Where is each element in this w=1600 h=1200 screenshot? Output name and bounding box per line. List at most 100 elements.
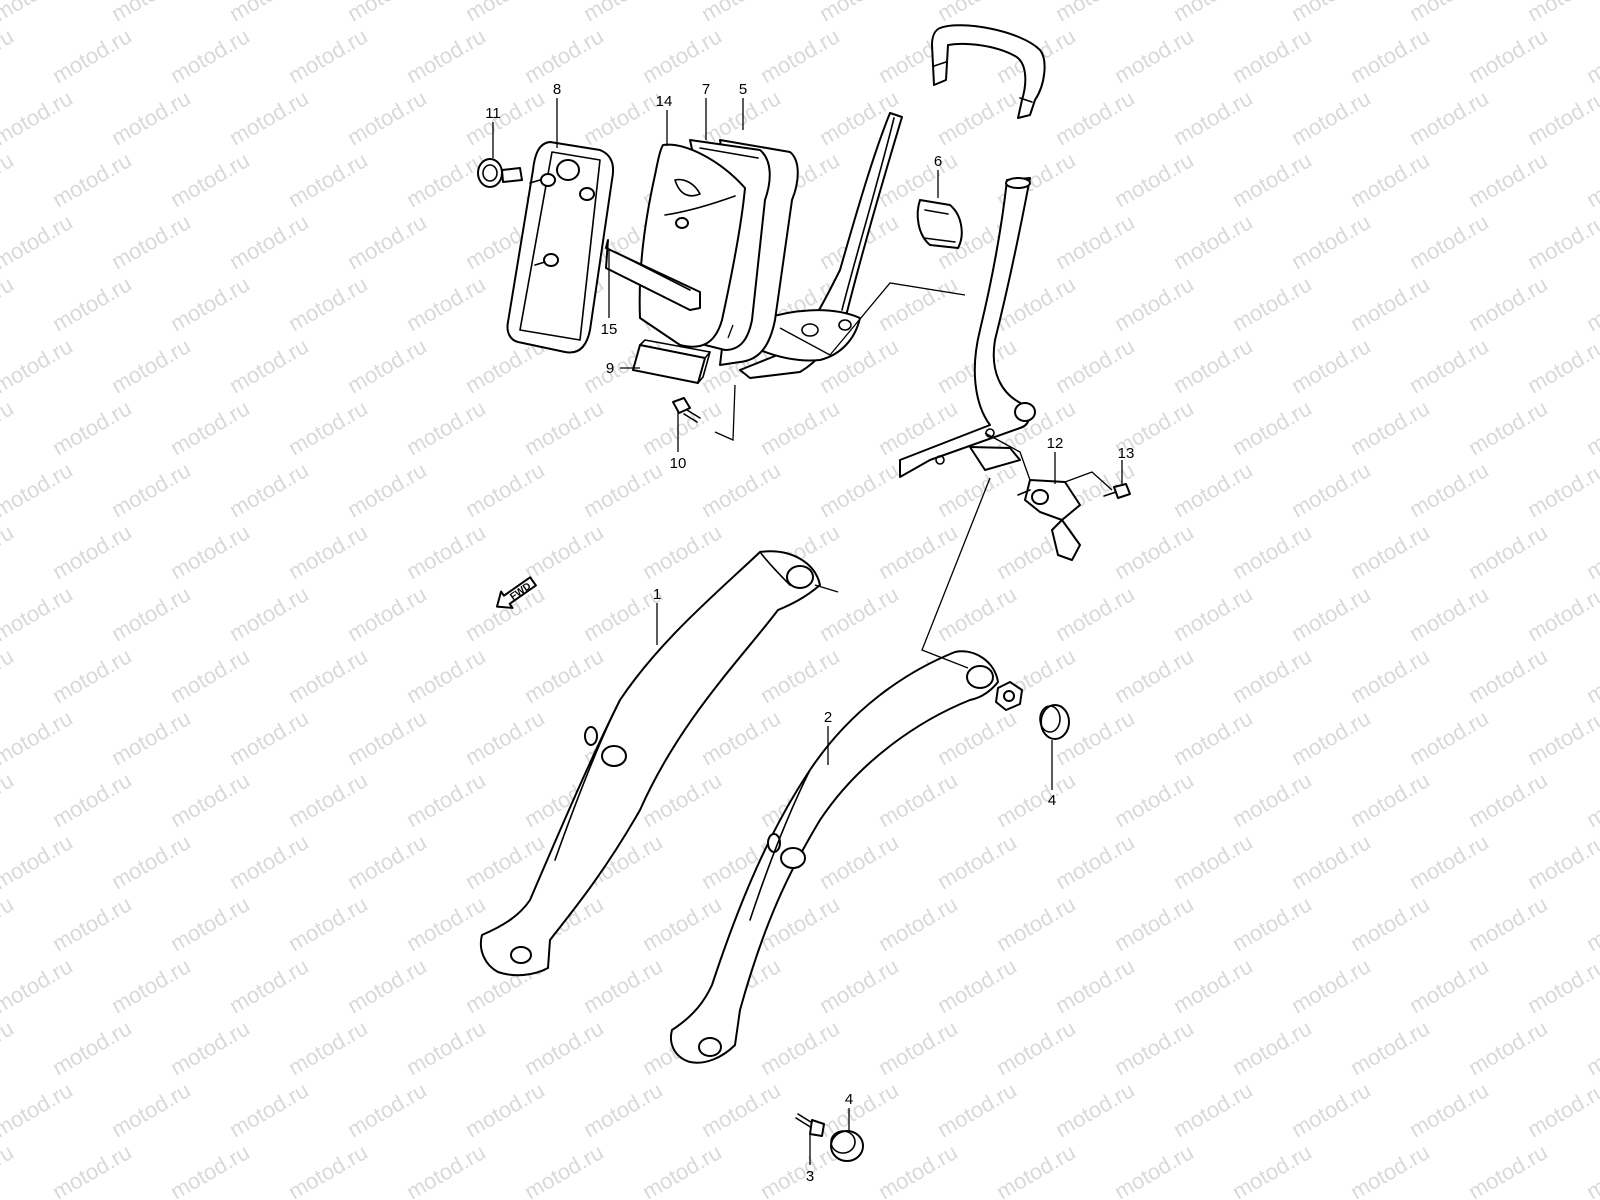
callout-leaders xyxy=(492,98,1123,1165)
watermark-text: motod.ru xyxy=(48,395,136,460)
watermark-text: motod.ru xyxy=(815,581,903,646)
watermark-text: motod.ru xyxy=(1582,767,1600,832)
watermark-text: motod.ru xyxy=(225,209,313,274)
watermark-text: motod.ru xyxy=(1582,23,1600,88)
watermark-text: motod.ru xyxy=(579,457,667,522)
watermark-text: motod.ru xyxy=(520,23,608,88)
watermark-text: motod.ru xyxy=(1582,643,1600,708)
watermark-text: motod.ru xyxy=(1169,457,1257,522)
watermark-text: motod.ru xyxy=(107,0,195,26)
watermark-text: motod.ru xyxy=(1228,767,1316,832)
watermark-text: motod.ru xyxy=(1523,209,1600,274)
part-8-back-plate xyxy=(506,141,615,354)
part-12-latch xyxy=(1017,479,1081,561)
watermark-text: motod.ru xyxy=(1110,519,1198,584)
nut xyxy=(995,681,1023,711)
watermark-text: motod.ru xyxy=(166,643,254,708)
watermark-text: motod.ru xyxy=(343,953,431,1018)
watermark-text: motod.ru xyxy=(343,581,431,646)
watermark-text: motod.ru xyxy=(402,271,490,336)
watermark-text: motod.ru xyxy=(1110,643,1198,708)
watermark-text: motod.ru xyxy=(166,1139,254,1200)
watermark-text: motod.ru xyxy=(1110,23,1198,88)
watermark-text: motod.ru xyxy=(1051,333,1139,398)
watermark-text: motod.ru xyxy=(48,23,136,88)
watermark-text: motod.ru xyxy=(48,519,136,584)
watermark-text: motod.ru xyxy=(166,147,254,212)
watermark-text: motod.ru xyxy=(0,953,77,1018)
watermark-text: motod.ru xyxy=(107,581,195,646)
watermark-text: motod.ru xyxy=(461,0,549,26)
watermark-text: motod.ru xyxy=(0,271,18,336)
watermark-text: motod.ru xyxy=(225,333,313,398)
callout-5: 5 xyxy=(739,81,747,98)
watermark-text: motod.ru xyxy=(0,643,18,708)
watermark-text: motod.ru xyxy=(284,891,372,956)
watermark-text: motod.ru xyxy=(1582,1139,1600,1200)
watermark-text: motod.ru xyxy=(48,1015,136,1080)
watermark-text: motod.ru xyxy=(1169,0,1257,26)
watermark-text: motod.ru xyxy=(1523,0,1600,26)
watermark-text: motod.ru xyxy=(756,395,844,460)
watermark-text: motod.ru xyxy=(933,829,1021,894)
watermark-text: motod.ru xyxy=(166,891,254,956)
grab-handle xyxy=(931,24,1046,119)
watermark-text: motod.ru xyxy=(1228,271,1316,336)
watermark-text: motod.ru xyxy=(1346,519,1434,584)
watermark-text: motod.ru xyxy=(933,0,1021,26)
watermark-text: motod.ru xyxy=(225,829,313,894)
watermark-text: motod.ru xyxy=(0,891,18,956)
watermark-text: motod.ru xyxy=(107,209,195,274)
watermark-text: motod.ru xyxy=(1464,519,1552,584)
watermark-text: motod.ru xyxy=(1287,581,1375,646)
callout-1: 1 xyxy=(653,586,661,603)
watermark-text: motod.ru xyxy=(520,395,608,460)
watermark-text: motod.ru xyxy=(402,395,490,460)
part-4-cap-upper xyxy=(1039,704,1070,740)
watermark-text: motod.ru xyxy=(402,767,490,832)
watermark-text: motod.ru xyxy=(1464,23,1552,88)
watermark-text: motod.ru xyxy=(166,395,254,460)
watermark-text: motod.ru xyxy=(461,581,549,646)
watermark-text: motod.ru xyxy=(1523,457,1600,522)
watermark-text: motod.ru xyxy=(1228,1015,1316,1080)
watermark-text: motod.ru xyxy=(1582,519,1600,584)
watermark-text: motod.ru xyxy=(1346,1139,1434,1200)
watermark-text: motod.ru xyxy=(697,705,785,770)
watermark-text: motod.ru xyxy=(1464,395,1552,460)
watermark-text: motod.ru xyxy=(638,519,726,584)
watermark-text: motod.ru xyxy=(225,85,313,150)
watermark-text: motod.ru xyxy=(1228,891,1316,956)
watermark-text: motod.ru xyxy=(343,333,431,398)
callout-2: 2 xyxy=(824,709,832,726)
watermark-text: motod.ru xyxy=(638,1139,726,1200)
watermark-text: motod.ru xyxy=(1287,953,1375,1018)
watermark-text: motod.ru xyxy=(402,23,490,88)
part-4-cap-lower xyxy=(830,1130,864,1162)
watermark-text: motod.ru xyxy=(756,643,844,708)
watermark-text: motod.ru xyxy=(107,953,195,1018)
watermark-text: motod.ru xyxy=(1287,333,1375,398)
watermark-text: motod.ru xyxy=(1582,395,1600,460)
watermark-text: motod.ru xyxy=(933,85,1021,150)
watermark-text: motod.ru xyxy=(0,1139,18,1200)
watermark-text: motod.ru xyxy=(1169,209,1257,274)
part-9-block xyxy=(632,339,711,384)
watermark-text: motod.ru xyxy=(756,1015,844,1080)
watermark-text: motod.ru xyxy=(1405,581,1493,646)
watermark-text: motod.ru xyxy=(1582,891,1600,956)
watermark-text: motod.ru xyxy=(343,457,431,522)
watermark-text: motod.ru xyxy=(933,1077,1021,1142)
watermark-text: motod.ru xyxy=(815,1077,903,1142)
watermark-text: motod.ru xyxy=(992,1139,1080,1200)
watermark-text: motod.ru xyxy=(1110,891,1198,956)
watermark-text: motod.ru xyxy=(0,519,18,584)
watermark-text: motod.ru xyxy=(402,147,490,212)
watermark-text: motod.ru xyxy=(0,1015,18,1080)
watermark-text: motod.ru xyxy=(1346,891,1434,956)
watermark-text: motod.ru xyxy=(1405,333,1493,398)
watermark-text: motod.ru xyxy=(520,1015,608,1080)
watermark-text: motod.ru xyxy=(225,457,313,522)
